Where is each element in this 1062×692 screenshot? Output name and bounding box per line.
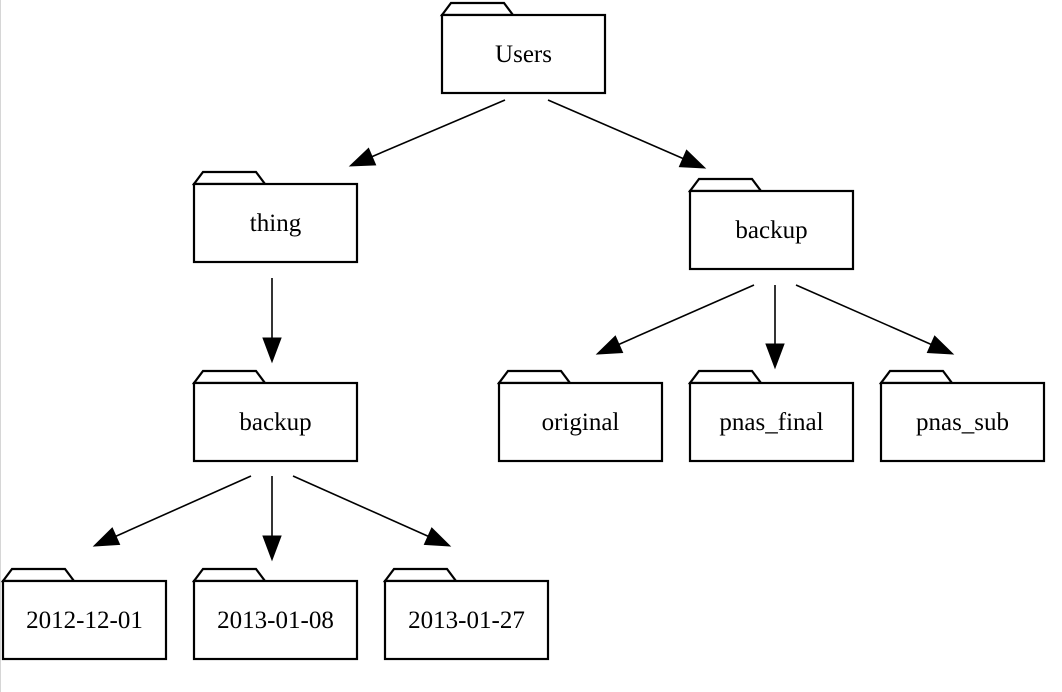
folder-icon [497, 381, 664, 463]
arrowhead-icon [348, 147, 377, 167]
folder-icon [879, 381, 1046, 463]
folder-icon-tab [687, 177, 764, 193]
arrowhead-icon [423, 527, 452, 547]
edge-users-to-backup_top [547, 99, 707, 169]
arrowhead-icon [678, 149, 707, 169]
edge-users-to-thing [348, 99, 506, 167]
arrowhead-icon [765, 343, 785, 370]
folder-label: pnas_final [719, 409, 823, 436]
folder-icon [192, 381, 359, 463]
folder-label: backup [239, 409, 311, 436]
folder-icon-tab [439, 1, 516, 17]
edge-backup_top-to-pnas_final [765, 285, 785, 370]
folder-node-original[interactable]: original [496, 369, 664, 463]
edge-backup_thing-to-d20130127 [292, 475, 452, 547]
folder-node-backup_thing[interactable]: backup [191, 369, 359, 463]
folder-icon [383, 579, 550, 661]
page-left-border [0, 0, 1, 692]
folder-label: 2013-01-27 [408, 607, 525, 634]
folder-icon [192, 579, 359, 661]
edge-backup_top-to-pnas_sub [795, 284, 955, 355]
arrowhead-icon [595, 335, 624, 355]
folder-label: pnas_sub [916, 409, 1009, 436]
folder-label: 2013-01-08 [217, 607, 334, 634]
folder-node-pnas_sub[interactable]: pnas_sub [878, 369, 1046, 463]
edge-line [292, 475, 429, 537]
edge-line [115, 475, 252, 537]
arrowhead-icon [262, 337, 282, 364]
edge-line [795, 284, 932, 346]
folder-icon [688, 189, 855, 271]
folder-icon-tab [382, 567, 459, 583]
folder-node-pnas_final[interactable]: pnas_final [687, 369, 855, 463]
folder-icon [688, 381, 855, 463]
folder-icon-tab [687, 369, 764, 385]
folder-node-d20130127[interactable]: 2013-01-27 [382, 567, 550, 661]
folder-icon-tab [191, 170, 268, 186]
edges-layer [92, 99, 955, 562]
folder-icon-tab [191, 567, 268, 583]
folder-icon [440, 13, 607, 95]
edge-line [547, 99, 684, 160]
folder-label: backup [735, 217, 807, 244]
folder-label: original [542, 409, 620, 436]
folder-icon-tab [878, 369, 955, 385]
folder-node-users[interactable]: Users [439, 1, 607, 95]
folder-icon-tab [191, 369, 268, 385]
folder-icon-tab [0, 567, 77, 583]
arrowhead-icon [92, 527, 121, 547]
folder-node-d20121201[interactable]: 2012-12-01 [0, 567, 168, 661]
edge-thing-to-backup_thing [262, 278, 282, 364]
edge-line [618, 284, 755, 346]
folder-label: 2012-12-01 [26, 607, 143, 634]
arrowhead-icon [262, 535, 282, 562]
edge-line [371, 99, 506, 158]
folder-node-thing[interactable]: thing [191, 170, 359, 264]
edge-backup_thing-to-d20130108 [262, 476, 282, 562]
nodes-layer: Users thing backup backup original pnas_final… [0, 1, 1046, 661]
folder-node-d20130108[interactable]: 2013-01-08 [191, 567, 359, 661]
edge-backup_thing-to-d20121201 [92, 475, 252, 547]
folder-icon [192, 182, 359, 264]
arrowhead-icon [926, 335, 955, 355]
folder-icon-tab [496, 369, 573, 385]
edge-backup_top-to-original [595, 284, 755, 355]
folder-label: Users [495, 41, 552, 68]
folder-icon [1, 579, 168, 661]
folder-label: thing [250, 210, 302, 237]
folder-node-backup_top[interactable]: backup [687, 177, 855, 271]
